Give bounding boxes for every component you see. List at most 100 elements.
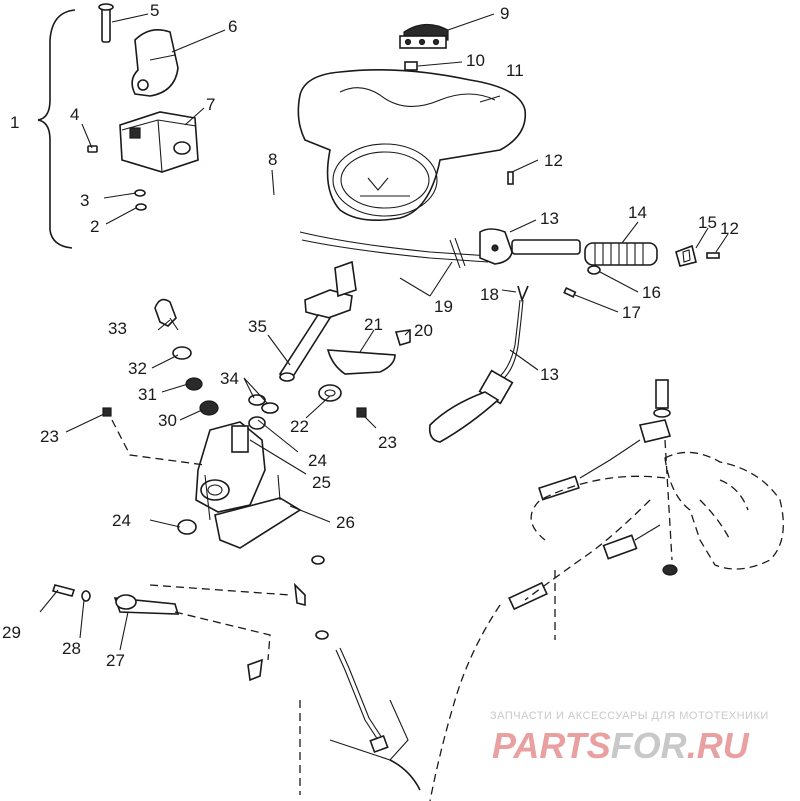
callout-6: 6: [228, 17, 237, 36]
callout-31: 31: [138, 385, 157, 404]
callout-9: 9: [500, 4, 509, 23]
screw-17: [563, 287, 577, 298]
nut-30: [199, 400, 219, 416]
callout-13-lower: 13: [540, 365, 559, 384]
group-bracket: [37, 9, 76, 249]
callout-23-left: 23: [40, 427, 59, 446]
callout-19: 19: [434, 297, 453, 316]
callout-labels: 1 2 3 4 5 6 7 8 9 10 11 12 12 13 13 14 1…: [2, 1, 739, 670]
spacer-16: [587, 265, 601, 275]
watermark: ЗАПЧАСТИ И АКСЕССУАРЫ ДЛЯ МОТОТЕХНИКИ PA…: [490, 710, 769, 766]
callout-34: 34: [220, 369, 239, 388]
callout-33: 33: [108, 319, 127, 338]
throttle-cable-lower: [329, 647, 421, 791]
handlebar-clamp-19: [304, 260, 357, 319]
routing-line-26: [149, 584, 291, 596]
nut-31: [185, 377, 203, 391]
callout-5: 5: [150, 1, 159, 20]
shield-21: [326, 349, 396, 375]
cable-adjuster-upper: [538, 439, 641, 501]
cable-loop-lower: [429, 604, 501, 801]
switch-9: [399, 23, 449, 49]
nut-23-right: [356, 407, 367, 418]
callout-27: 27: [106, 651, 125, 670]
washers-34: [248, 394, 279, 430]
headlight-pod-11: [297, 68, 527, 221]
callout-16: 16: [642, 283, 661, 302]
bushing-24-lower: [177, 519, 197, 535]
screw-4: [87, 145, 98, 153]
callout-8: 8: [268, 150, 277, 169]
callout-22: 22: [290, 417, 309, 436]
watermark-logo-for: FOR: [611, 725, 687, 766]
bushing-22: [318, 384, 342, 402]
watermark-logo-parts: PARTS: [492, 725, 611, 766]
watermark-tagline: ЗАПЧАСТИ И АКСЕССУАРЫ ДЛЯ МОТОТЕХНИКИ: [490, 710, 769, 722]
lever-27: [113, 594, 180, 615]
screw-12-pod: [507, 171, 514, 185]
callout-17: 17: [622, 303, 641, 322]
carb-nut: [662, 564, 678, 576]
callout-15: 15: [698, 213, 717, 232]
bracket-26: [204, 474, 302, 549]
carb-mount-bolt: [653, 379, 671, 418]
callout-12-pod: 12: [544, 151, 563, 170]
callout-13-upper: 13: [540, 209, 559, 228]
steering-post-35: [278, 314, 332, 382]
bolt-29: [51, 584, 76, 597]
nut-23-left: [102, 407, 112, 417]
callout-3: 3: [80, 191, 89, 210]
bolt-5: [98, 3, 114, 43]
kill-switch-tether-13: [428, 299, 524, 443]
callout-10: 10: [466, 51, 485, 70]
rod-end-link: [247, 555, 329, 682]
leader-lines: [39, 13, 729, 651]
callout-24-upper: 24: [308, 451, 327, 470]
callout-26: 26: [336, 513, 355, 532]
callout-21: 21: [364, 315, 383, 334]
callout-18: 18: [480, 285, 499, 304]
bushing-32: [172, 346, 192, 360]
carburetor-outline: [664, 451, 784, 570]
callout-11: 11: [506, 61, 524, 80]
washer-28: [81, 590, 91, 602]
callout-24-lower: 24: [112, 511, 131, 530]
callout-30: 30: [158, 411, 177, 430]
end-cap-15: [675, 244, 697, 267]
screw-12-end: [706, 252, 720, 259]
cable-adjuster-lower: [508, 524, 661, 611]
callout-35: 35: [248, 317, 267, 336]
washer-3: [134, 189, 146, 197]
callout-23-right: 23: [378, 433, 397, 452]
routing-line-27: [174, 611, 271, 661]
callout-14: 14: [628, 203, 647, 222]
clip-18: [517, 285, 529, 303]
callout-2: 2: [90, 217, 99, 236]
callout-12-end: 12: [720, 219, 739, 238]
grip-14: [584, 242, 658, 266]
callout-7: 7: [206, 95, 215, 114]
steering-block-25: [195, 421, 266, 513]
routing-line-23: [111, 419, 206, 466]
switch-housing-13: [449, 228, 581, 269]
callout-1: 1: [10, 113, 19, 132]
throttle-cover-6: [131, 29, 179, 97]
handlebar-8: [204, 161, 502, 291]
rod-end-bracket: [638, 419, 672, 443]
nut-2: [135, 203, 147, 211]
callout-28: 28: [62, 639, 81, 658]
throttle-housing-7: [119, 111, 199, 173]
connector-10: [404, 61, 418, 71]
watermark-logo: PARTSFOR.RU: [492, 725, 750, 766]
routing-line-carb: [530, 475, 666, 541]
callout-4: 4: [70, 105, 79, 124]
routing-line-vertical: [664, 439, 673, 561]
callout-32: 32: [128, 359, 147, 378]
callout-25: 25: [312, 473, 331, 492]
callout-20: 20: [414, 321, 433, 340]
knob-33: [154, 298, 179, 331]
cable-loop-right: [524, 499, 651, 601]
watermark-logo-ru: .RU: [687, 725, 750, 766]
callout-29: 29: [2, 623, 21, 642]
